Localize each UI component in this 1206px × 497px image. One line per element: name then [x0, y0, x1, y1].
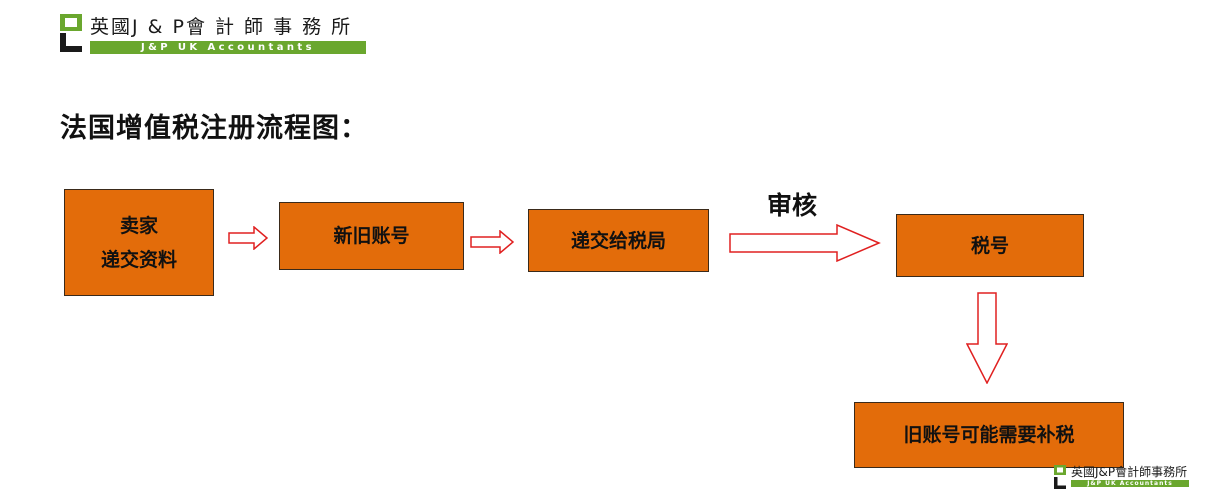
step-tax-number: 税号 — [896, 214, 1084, 277]
step-back-tax-label: 旧账号可能需要补税 — [903, 424, 1075, 446]
logo-small-english-name: J&P UK Accountants — [1071, 480, 1189, 487]
right-arrow-icon — [228, 226, 268, 250]
logo-english-name: J&P UK Accountants — [90, 41, 366, 54]
logo-mark-icon — [1054, 465, 1066, 489]
step-seller-submit: 卖家 递交资料 — [64, 189, 214, 296]
step-accounts-label: 新旧账号 — [333, 225, 410, 247]
step-submit-tax-office-label: 递交给税局 — [570, 229, 666, 252]
page-title: 法国增值税注册流程图： — [60, 113, 368, 144]
step-submit-tax-office: 递交给税局 — [528, 209, 709, 272]
step-seller-line2: 递交资料 — [100, 248, 177, 271]
step-seller-line1: 卖家 — [119, 214, 158, 237]
step-accounts: 新旧账号 — [279, 202, 464, 270]
company-logo: 英國J & P會 計 師 事 務 所 J&P UK Accountants — [60, 14, 366, 58]
logo-chinese-name: 英國J & P會 計 師 事 務 所 — [90, 16, 353, 38]
company-logo-small: 英國J&P會計師事務所 J&P UK Accountants — [1054, 463, 1194, 493]
right-arrow-icon — [470, 230, 514, 254]
step-tax-number-label: 税号 — [970, 234, 1009, 257]
long-right-arrow-icon — [729, 224, 881, 262]
down-arrow-icon — [966, 292, 1008, 384]
audit-label: 审核 — [767, 191, 818, 220]
logo-small-chinese-name: 英國J&P會計師事務所 — [1071, 465, 1188, 479]
logo-mark-icon — [60, 14, 82, 52]
step-back-tax: 旧账号可能需要补税 — [854, 402, 1124, 468]
